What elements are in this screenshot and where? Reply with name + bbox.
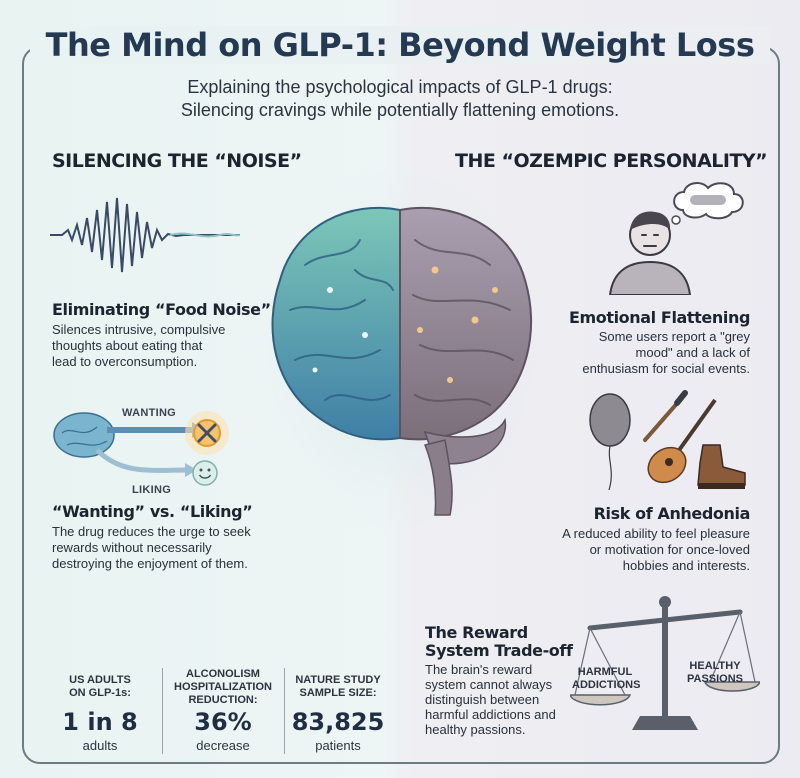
stat-label-alcoholism: ALCONOLISM HOSPITALIZATION REDUCTION:	[168, 668, 278, 707]
wanting-liking-diagram	[53, 412, 204, 477]
right-section-heading: THE “OZEMPIC PERSONALITY”	[455, 150, 768, 172]
text-line: Silences intrusive, compulsive	[52, 322, 226, 337]
food-noise-title: Eliminating “Food Noise”	[52, 300, 271, 319]
page-title: The Mind on GLP-1: Beyond Weight Loss	[29, 26, 771, 64]
text-line: destroying the enjoyment of them.	[52, 556, 248, 571]
stat-divider	[284, 668, 285, 754]
sound-wave-icon	[50, 197, 240, 273]
stat-value-us-adults: 1 in 8	[62, 708, 138, 736]
stat-label-nature-study: NATURE STUDY SAMPLE SIZE:	[288, 674, 388, 700]
label-line: PASSIONS	[686, 673, 744, 685]
text-line: Some users report a "grey	[598, 329, 750, 344]
label-line: REDUCTION:	[188, 694, 258, 706]
wanting-liking-text: The drug reduces the urge to seek reward…	[52, 524, 282, 572]
title-line: The Reward	[425, 623, 528, 642]
balance-scale-icon	[570, 596, 760, 730]
stat-divider	[162, 668, 163, 754]
anhedonia-title: Risk of Anhedonia	[593, 504, 751, 523]
stat-value-nature-study: 83,825	[291, 708, 385, 736]
stat-unit-alcoholism: decrease	[196, 738, 250, 753]
boot-icon	[697, 444, 746, 489]
stat-unit-us-adults: adults	[82, 738, 118, 753]
tradeoff-title: The Reward System Trade-off	[425, 624, 573, 660]
food-noise-text: Silences intrusive, compulsive thoughts …	[52, 322, 262, 370]
balloon-icon	[589, 393, 631, 491]
label-line: HEALTHY	[689, 660, 741, 672]
text-line: healthy passions.	[425, 722, 526, 737]
text-line: A reduced ability to feel pleasure	[562, 526, 750, 541]
text-line: system cannot always	[425, 677, 553, 692]
crossed-circle-icon	[185, 411, 229, 455]
stat-unit-nature-study: patients	[315, 738, 361, 753]
text-line: or motivation for once-loved	[589, 542, 750, 557]
text-line: rewards without necessarily	[52, 540, 212, 555]
label-line: ALCONOLISM	[186, 668, 260, 680]
stat-value-alcoholism: 36%	[194, 708, 252, 736]
flattening-title: Emotional Flattening	[568, 308, 750, 327]
brain-icon	[255, 170, 545, 540]
text-line: thoughts about eating that	[52, 338, 203, 353]
guitar-icon	[647, 398, 717, 484]
hobbies-icons	[589, 390, 746, 491]
person-icon	[608, 211, 692, 295]
paintbrush-icon	[643, 390, 688, 442]
liking-label: LIKING	[132, 484, 172, 496]
scale-right-label: HEALTHY PASSIONS	[680, 660, 750, 686]
page-subtitle: Explaining the psychological impacts of …	[60, 76, 740, 122]
label-line: NATURE STUDY	[295, 674, 381, 686]
flattening-text: Some users report a "grey mood" and a la…	[550, 329, 750, 377]
text-line: distinguish between	[425, 692, 540, 707]
title-bar: The Mind on GLP-1: Beyond Weight Loss	[29, 20, 771, 70]
text-line: The brain's reward	[425, 662, 533, 677]
left-section-heading: SILENCING THE “NOISE”	[52, 150, 302, 172]
scale-left-label: HARMFUL ADDICTIONS	[572, 666, 641, 692]
title-line: System Trade-off	[425, 641, 573, 660]
smiley-icon	[192, 460, 218, 486]
text-line: mood" and a lack of	[635, 345, 750, 360]
anhedonia-text: A reduced ability to feel pleasure or mo…	[520, 526, 750, 574]
subtitle-line: Silencing cravings while potentially fla…	[180, 100, 620, 120]
label-line: HOSPITALIZATION	[174, 681, 272, 693]
label-line: ADDICTIONS	[572, 679, 641, 691]
text-line: hobbies and interests.	[622, 558, 750, 573]
label-line: SAMPLE SIZE:	[299, 687, 377, 699]
text-line: harmful addictions and	[425, 707, 556, 722]
text-line: The drug reduces the urge to seek	[52, 524, 251, 539]
wanting-label: WANTING	[122, 407, 177, 419]
subtitle-line: Explaining the psychological impacts of …	[187, 77, 613, 97]
wanting-liking-title: “Wanting” vs. “Liking”	[52, 502, 253, 521]
label-line: HARMFUL	[577, 666, 633, 678]
text-line: enthusiasm for social events.	[582, 361, 750, 376]
text-line: lead to overconsumption.	[52, 354, 198, 369]
label-line: ON GLP-1s:	[69, 687, 131, 699]
stat-label-us-adults: US ADULTS ON GLP-1s:	[55, 674, 145, 700]
thought-bubble-icon	[671, 182, 744, 225]
tradeoff-text: The brain's reward system cannot always …	[425, 662, 575, 737]
label-line: US ADULTS	[69, 674, 131, 686]
